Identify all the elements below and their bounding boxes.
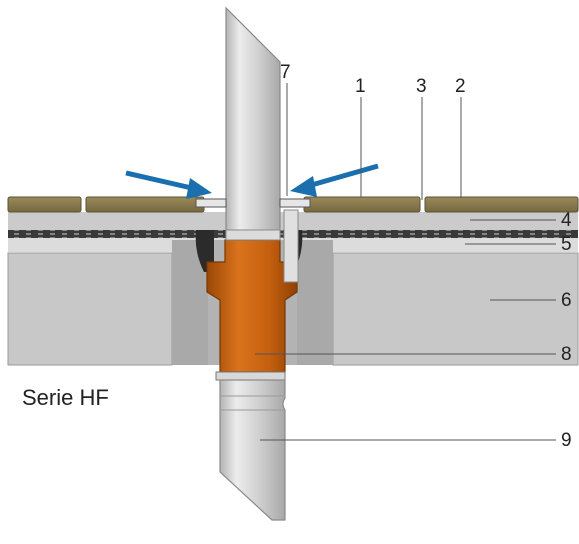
label-7: 7 [280,62,291,83]
drain-flange-right [279,198,311,208]
series-caption: Serie HF [22,385,109,410]
upper-pipe [225,6,281,239]
leader-lines [255,83,556,441]
arrow-left [125,170,212,199]
insulation-block-left [7,252,173,366]
label-5: 5 [561,234,572,255]
lower-pipe [215,371,286,521]
orange-sleeve [206,239,298,373]
label-2: 2 [455,76,466,97]
insulation-block-right [332,252,579,366]
label-4: 4 [561,210,572,231]
floor-tiles [7,196,579,213]
label-1: 1 [355,76,366,97]
arrow-right [290,163,379,197]
label-9: 9 [561,430,572,451]
inner-tube [283,209,299,283]
label-3: 3 [416,76,427,97]
drain-flange-left [195,198,227,208]
label-6: 6 [561,290,572,311]
label-8: 8 [561,344,572,365]
